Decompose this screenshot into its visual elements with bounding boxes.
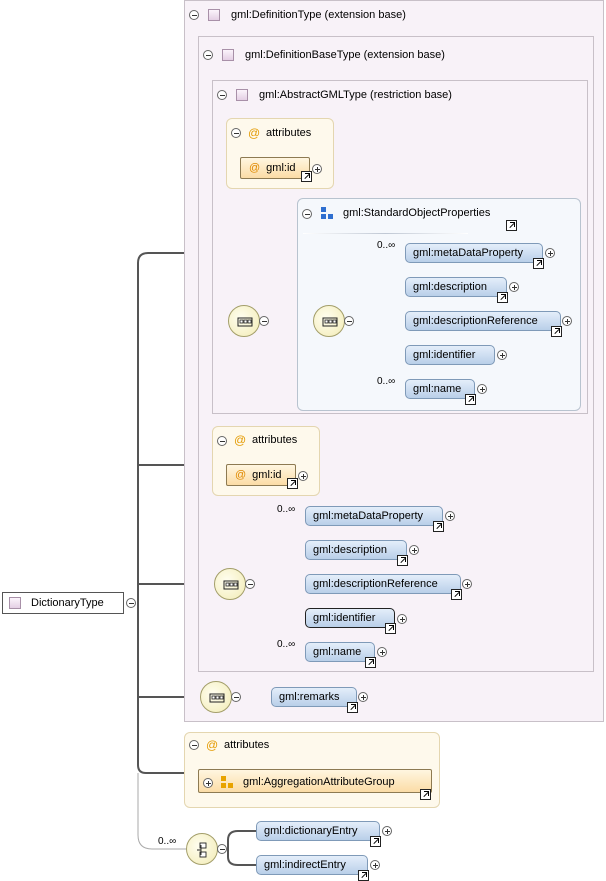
expand-toggle[interactable] xyxy=(203,778,213,788)
element-description-reference[interactable]: gml:descriptionReference xyxy=(305,574,461,594)
attribute-group-aggregation[interactable] xyxy=(198,769,432,793)
external-link-icon[interactable] xyxy=(433,521,444,532)
expand-toggle[interactable] xyxy=(562,316,572,326)
abstract-gml-type-label: gml:AbstractGMLType (restriction base) xyxy=(259,89,452,101)
external-link-icon[interactable] xyxy=(365,657,376,668)
attributes-toggle[interactable] xyxy=(217,436,227,446)
attributes-toggle[interactable] xyxy=(189,740,199,750)
external-link-icon[interactable] xyxy=(347,702,358,713)
external-link-icon[interactable] xyxy=(465,394,476,405)
expand-toggle[interactable] xyxy=(545,248,555,258)
external-link-icon[interactable] xyxy=(533,258,544,269)
choice-compositor-icon[interactable] xyxy=(186,833,218,865)
expand-toggle[interactable] xyxy=(462,579,472,589)
element-name[interactable]: gml:name xyxy=(405,379,475,399)
attribute-name: gml:id xyxy=(252,469,282,481)
group-label: gml:StandardObjectProperties xyxy=(343,207,491,219)
attribute-icon: @ xyxy=(234,433,247,447)
compositor-toggle[interactable] xyxy=(231,692,241,702)
attributes-label: attributes xyxy=(266,127,312,139)
external-link-icon[interactable] xyxy=(551,326,562,337)
element-dictionary-entry[interactable]: gml:dictionaryEntry xyxy=(256,821,380,841)
complex-type-icon xyxy=(222,49,234,61)
compositor-toggle[interactable] xyxy=(245,579,255,589)
sequence-compositor-icon[interactable] xyxy=(200,681,232,713)
sequence-compositor-icon[interactable] xyxy=(214,568,246,600)
occurrence-label: 0..∞ xyxy=(277,504,296,515)
attribute-group-icon xyxy=(221,776,233,788)
occurrence-label: 0..∞ xyxy=(158,836,177,847)
compositor-toggle[interactable] xyxy=(259,316,269,326)
attribute-gml-id[interactable]: @gml:id xyxy=(226,464,296,486)
expand-toggle[interactable] xyxy=(397,614,407,624)
element-description[interactable]: gml:description xyxy=(305,540,407,560)
expand-toggle[interactable] xyxy=(370,860,380,870)
attribute-group-label: gml:AggregationAttributeGroup xyxy=(243,776,395,788)
definition-base-type-label: gml:DefinitionBaseType (extension base) xyxy=(245,49,445,61)
element-meta-data-property[interactable]: gml:metaDataProperty xyxy=(305,506,443,526)
group-separator xyxy=(303,233,468,234)
element-remarks[interactable]: gml:remarks xyxy=(271,687,357,707)
attributes-label: attributes xyxy=(252,434,298,446)
element-name[interactable]: gml:name xyxy=(305,642,375,662)
element-meta-data-property[interactable]: gml:metaDataProperty xyxy=(405,243,543,263)
external-link-icon[interactable] xyxy=(506,220,517,231)
attributes-toggle[interactable] xyxy=(231,128,241,138)
element-identifier[interactable]: gml:identifier xyxy=(305,608,395,628)
occurrence-label: 0..∞ xyxy=(377,240,396,251)
occurrence-label: 0..∞ xyxy=(377,376,396,387)
definition-base-type-toggle[interactable] xyxy=(203,50,213,60)
model-group-icon xyxy=(321,207,333,219)
compositor-toggle[interactable] xyxy=(217,844,227,854)
expand-toggle[interactable] xyxy=(382,826,392,836)
attribute-icon: @ xyxy=(248,126,261,140)
expand-toggle[interactable] xyxy=(358,692,368,702)
definition-type-label: gml:DefinitionType (extension base) xyxy=(231,9,406,21)
root-type-label: DictionaryType xyxy=(31,597,104,609)
attribute-name: gml:id xyxy=(266,162,296,174)
attributes-label: attributes xyxy=(224,739,270,751)
attribute-gml-id[interactable]: @gml:id xyxy=(240,157,310,179)
expand-toggle[interactable] xyxy=(477,384,487,394)
element-indirect-entry[interactable]: gml:indirectEntry xyxy=(256,855,368,875)
attribute-icon: @ xyxy=(206,738,219,752)
root-type-node[interactable] xyxy=(2,592,124,614)
complex-type-icon xyxy=(9,597,21,609)
external-link-icon[interactable] xyxy=(287,478,298,489)
occurrence-label: 0..∞ xyxy=(277,639,296,650)
complex-type-icon xyxy=(236,89,248,101)
element-description-reference[interactable]: gml:descriptionReference xyxy=(405,311,561,331)
external-link-icon[interactable] xyxy=(451,589,462,600)
expand-toggle[interactable] xyxy=(509,282,519,292)
element-description[interactable]: gml:description xyxy=(405,277,507,297)
sequence-compositor-icon[interactable] xyxy=(313,305,345,337)
external-link-icon[interactable] xyxy=(358,870,369,881)
expand-toggle[interactable] xyxy=(312,164,322,174)
abstract-gml-type-toggle[interactable] xyxy=(217,90,227,100)
external-link-icon[interactable] xyxy=(497,292,508,303)
expand-toggle[interactable] xyxy=(497,350,507,360)
expand-toggle[interactable] xyxy=(377,647,387,657)
group-toggle[interactable] xyxy=(302,209,312,219)
complex-type-icon xyxy=(208,9,220,21)
expand-toggle[interactable] xyxy=(445,511,455,521)
external-link-icon[interactable] xyxy=(397,555,408,566)
sequence-compositor-icon[interactable] xyxy=(228,305,260,337)
expand-toggle[interactable] xyxy=(298,471,308,481)
compositor-toggle[interactable] xyxy=(344,316,354,326)
external-link-icon[interactable] xyxy=(385,623,396,634)
external-link-icon[interactable] xyxy=(301,171,312,182)
element-identifier[interactable]: gml:identifier xyxy=(405,345,495,365)
external-link-icon[interactable] xyxy=(420,789,431,800)
external-link-icon[interactable] xyxy=(370,836,381,847)
root-collapse-toggle[interactable] xyxy=(126,598,136,608)
expand-toggle[interactable] xyxy=(409,545,419,555)
definition-type-toggle[interactable] xyxy=(189,10,199,20)
